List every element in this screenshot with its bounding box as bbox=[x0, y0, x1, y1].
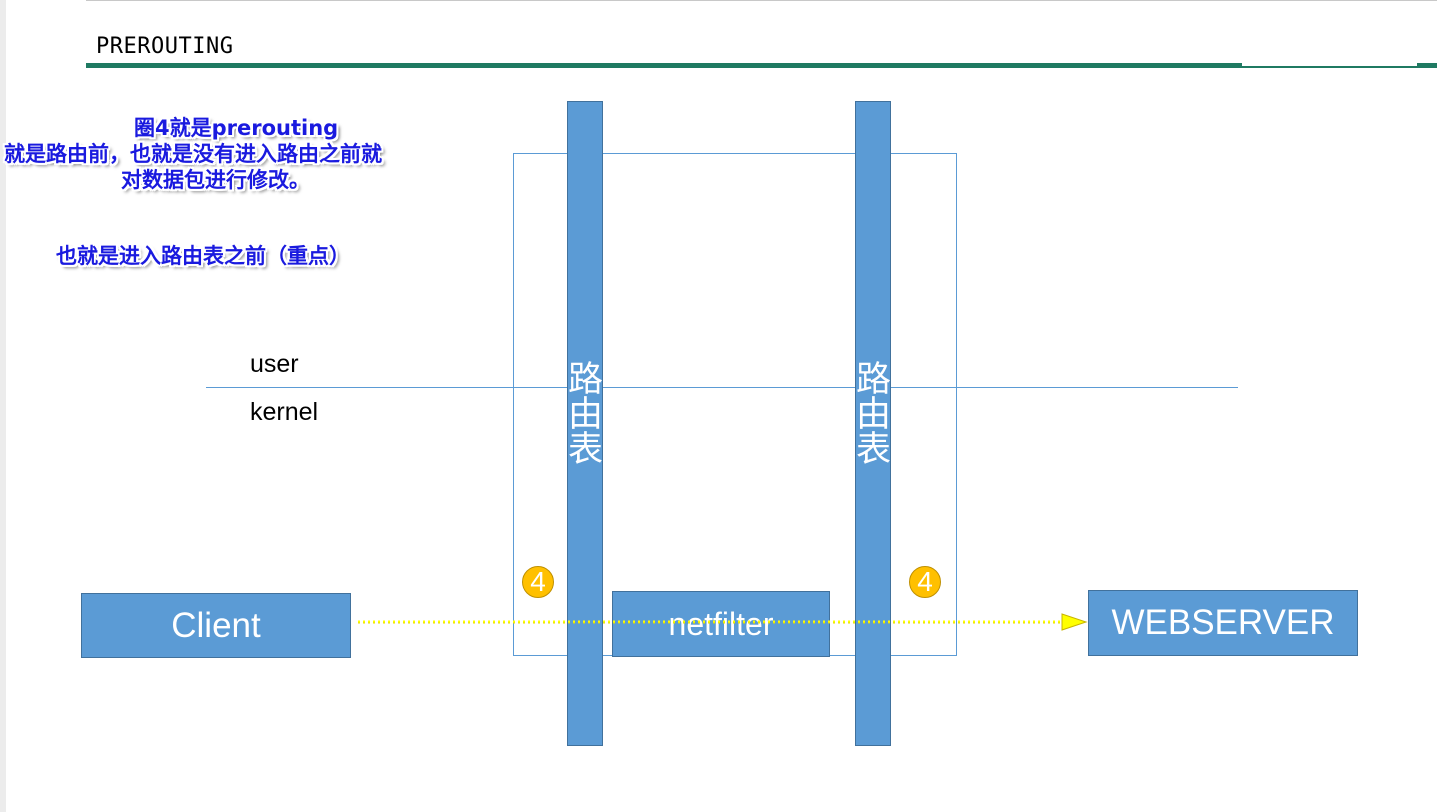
route-table-label-1: 路由表 bbox=[562, 360, 602, 465]
annotation-line-1: 圈4就是prerouting bbox=[134, 116, 339, 140]
webserver-label: WEBSERVER bbox=[1111, 603, 1335, 642]
title-underline bbox=[86, 63, 1437, 68]
client-label: Client bbox=[171, 605, 261, 645]
annotation-line-3: 对数据包进行修改。 bbox=[121, 168, 310, 192]
page-title: PREROUTING bbox=[96, 34, 234, 59]
slide-left-edge bbox=[0, 0, 6, 812]
annotation-line-2: 就是路由前，也就是没有进入路由之前就 bbox=[4, 142, 382, 166]
route-table-bar-1 bbox=[567, 101, 603, 746]
kernel-space-label: kernel bbox=[250, 398, 319, 426]
annotation-emphasis: 也就是进入路由表之前（重点） bbox=[56, 244, 350, 268]
prerouting-hook-badge-2: 4 bbox=[909, 566, 941, 598]
webserver-node: WEBSERVER bbox=[1088, 590, 1358, 656]
client-node: Client bbox=[81, 593, 351, 658]
route-table-label-2: 路由表 bbox=[850, 360, 890, 465]
netfilter-node: netfilter bbox=[612, 591, 830, 657]
user-kernel-divider bbox=[206, 387, 1238, 388]
top-border-line bbox=[86, 0, 1437, 1]
flow-arrowhead-icon bbox=[1061, 613, 1088, 631]
title-underline-gap bbox=[1242, 63, 1417, 66]
user-space-label: user bbox=[250, 350, 299, 378]
prerouting-hook-badge-1: 4 bbox=[522, 566, 554, 598]
route-table-bar-2 bbox=[855, 101, 891, 746]
netfilter-label: netfilter bbox=[668, 605, 774, 642]
